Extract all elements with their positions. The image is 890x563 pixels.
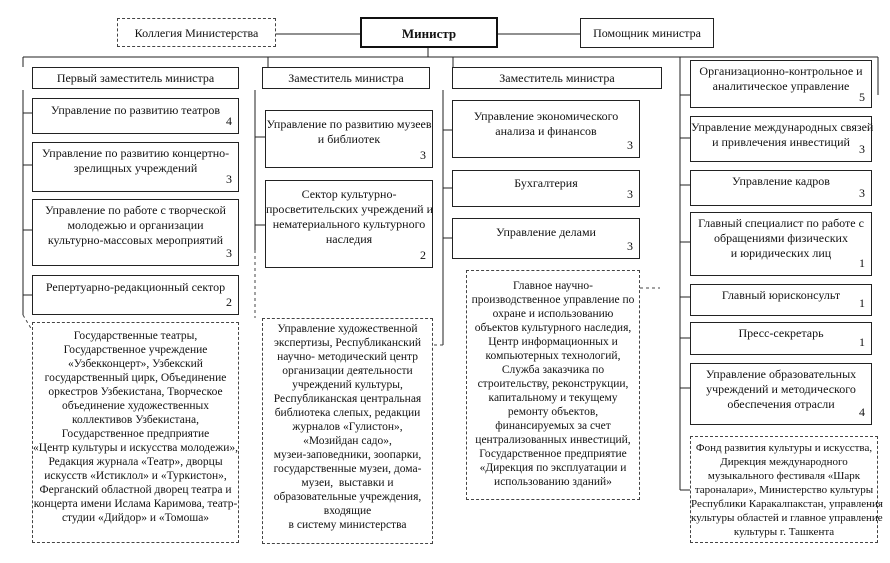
unit-label: Репертуарно-редакционный сектор: [45, 280, 226, 294]
collegium-box: Коллегия Министерства: [117, 18, 276, 47]
deputy-3-box: Заместитель министра: [452, 67, 662, 89]
subordinate-orgs-text: Управление художественной экспертизы, Ре…: [273, 323, 422, 531]
staff-count: 3: [627, 239, 633, 253]
staff-count: 1: [859, 335, 865, 349]
unit-box: Управление международных связей и привле…: [690, 116, 874, 162]
unit-label: Управление по развитию концертно- зрелищ…: [41, 146, 230, 175]
staff-count: 3: [859, 142, 865, 156]
unit-label: Управление по работе с творческой молоде…: [45, 203, 226, 247]
staff-count: 3: [226, 172, 232, 186]
unit-label: Бухгалтерия: [514, 176, 578, 190]
unit-label: Организационно-контрольное и аналитическ…: [699, 64, 863, 93]
unit-label: Управление делами: [496, 225, 596, 239]
unit-box: Бухгалтерия 3: [452, 170, 640, 207]
minister-label: Министр: [401, 26, 457, 41]
first-deputy-box: Первый заместитель министра: [32, 67, 239, 89]
staff-count: 5: [859, 90, 865, 104]
subordinate-orgs-text: Государственные театры, Государственное …: [33, 330, 238, 524]
unit-label: Управление по развитию музеев и библиоте…: [266, 117, 432, 146]
subordinate-orgs-text: Фонд развития культуры и искусства, Дире…: [691, 442, 883, 538]
unit-label: Главный специалист по работе с обращения…: [698, 216, 864, 260]
assistant-box: Помощник министра: [580, 18, 714, 48]
staff-count: 3: [859, 186, 865, 200]
assistant-label: Помощник министра: [593, 26, 701, 40]
subordinate-orgs-box: Управление художественной экспертизы, Ре…: [262, 318, 433, 544]
subordinate-orgs-text: Главное научно- производственное управле…: [471, 280, 635, 488]
staff-count: 2: [420, 248, 426, 262]
unit-box: Главный юрисконсульт 1: [690, 284, 872, 316]
unit-label: Управление экономического анализа и фина…: [473, 109, 619, 138]
deputy-2-box: Заместитель министра: [262, 67, 430, 89]
deputy-2-label: Заместитель министра: [288, 71, 404, 85]
staff-count: 1: [859, 296, 865, 310]
staff-count: 1: [859, 256, 865, 270]
unit-box: Управление образовательных учреждений и …: [690, 363, 872, 425]
subordinate-orgs-box: Фонд развития культуры и искусства, Дире…: [690, 436, 883, 543]
unit-box: Управление делами 3: [452, 218, 640, 259]
unit-label: Управление образовательных учреждений и …: [705, 367, 857, 411]
staff-count: 3: [420, 148, 426, 162]
unit-box: Организационно-контрольное и аналитическ…: [690, 60, 872, 108]
unit-box: Управление по развитию концертно- зрелищ…: [32, 142, 239, 192]
first-deputy-label: Первый заместитель министра: [56, 71, 215, 85]
unit-box: Управление по развитию музеев и библиоте…: [265, 110, 433, 168]
staff-count: 4: [226, 114, 232, 128]
unit-box: Пресс-секретарь 1: [690, 322, 872, 355]
unit-box: Управление экономического анализа и фина…: [452, 100, 640, 158]
subordinate-orgs-box: Государственные театры, Государственное …: [32, 322, 239, 543]
unit-box: Управление кадров 3: [690, 170, 872, 206]
staff-count: 2: [226, 295, 232, 309]
minister-box: Министр: [360, 17, 498, 48]
unit-box: Управление по работе с творческой молоде…: [32, 199, 239, 266]
staff-count: 3: [226, 246, 232, 260]
unit-label: Управление по развитию театров: [50, 103, 221, 117]
deputy-3-label: Заместитель министра: [499, 71, 615, 85]
unit-box: Сектор культурно- просветительских учреж…: [265, 180, 433, 268]
unit-label: Сектор культурно- просветительских учреж…: [266, 187, 434, 246]
staff-count: 3: [627, 138, 633, 152]
subordinate-orgs-box: Главное научно- производственное управле…: [466, 270, 640, 500]
unit-label: Главный юрисконсульт: [721, 288, 841, 302]
unit-label: Управление международных связей и привле…: [691, 120, 874, 149]
unit-label: Пресс-секретарь: [738, 326, 824, 340]
collegium-label: Коллегия Министерства: [134, 26, 259, 40]
unit-label: Управление кадров: [732, 174, 830, 188]
unit-box: Управление по развитию театров 4: [32, 98, 239, 134]
unit-box: Репертуарно-редакционный сектор 2: [32, 275, 239, 315]
unit-box: Главный специалист по работе с обращения…: [690, 212, 872, 276]
staff-count: 4: [859, 405, 865, 419]
staff-count: 3: [627, 187, 633, 201]
